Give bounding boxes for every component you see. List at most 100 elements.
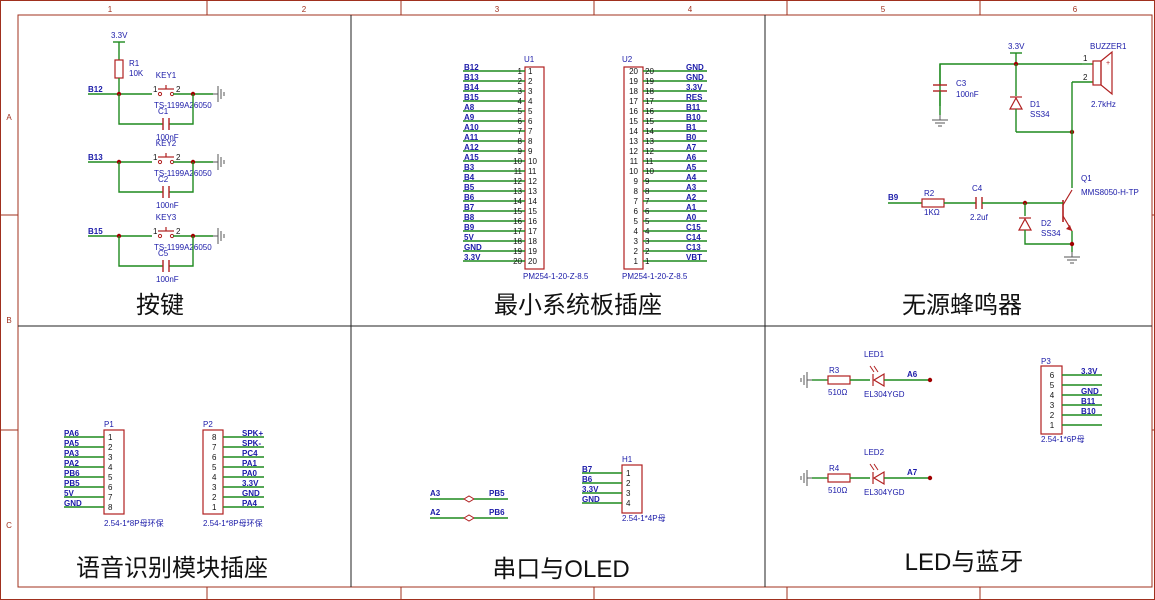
ref-label: D2 <box>1041 219 1052 228</box>
pin-number: 2 <box>528 77 533 86</box>
value-label: 510Ω <box>828 486 847 495</box>
wire <box>118 162 163 193</box>
pin-number: 19 <box>645 77 654 86</box>
pin-number: 15 <box>528 207 537 216</box>
part-label: EL304YGD <box>864 488 905 497</box>
transistor-collector <box>1062 189 1073 206</box>
net-label: A12 <box>464 143 479 152</box>
wire <box>169 94 194 125</box>
net-label: A3 <box>430 489 441 498</box>
net-label: 3.3V <box>464 253 481 262</box>
led-diode <box>872 470 885 486</box>
pin-number: 13 <box>513 187 522 196</box>
pin-number: 12 <box>513 177 522 186</box>
switch-contact <box>157 233 163 239</box>
pin-number: 15 <box>645 117 654 126</box>
part-label: TS-1199A26050 <box>154 169 212 178</box>
connector-body <box>1040 365 1063 435</box>
net-label: B1 <box>686 123 697 132</box>
polarity-mark: + <box>1106 60 1110 67</box>
net-label: PA4 <box>242 499 258 508</box>
power-symbol: 3.3V <box>1008 42 1025 61</box>
net-label: A15 <box>464 153 479 162</box>
net-label: SPK+ <box>242 429 263 438</box>
net-label: 3.3V <box>1081 367 1098 376</box>
column-label: 2 <box>302 5 307 14</box>
value-label: 100nF <box>156 275 179 284</box>
pin-number: 1 <box>212 503 217 512</box>
section-title: 无源蜂鸣器 <box>902 292 1022 319</box>
ground-symbol <box>213 86 225 102</box>
pin-number: 11 <box>528 167 537 176</box>
column-label: 6 <box>1073 5 1078 14</box>
pin-number: 17 <box>629 97 638 106</box>
capacitor <box>162 118 170 130</box>
net-label: GND <box>686 73 704 82</box>
ref-label: KEY3 <box>156 213 177 222</box>
net-label: PB5 <box>64 479 80 488</box>
net-label: RES <box>686 93 703 102</box>
pin-number: 2 <box>645 247 650 256</box>
pin-number: 6 <box>645 207 650 216</box>
ref-label: C4 <box>972 184 983 193</box>
net-label: B0 <box>686 133 697 142</box>
pin-number: 7 <box>645 197 650 206</box>
net-label: B4 <box>464 173 475 182</box>
net-label: B11 <box>1081 397 1096 406</box>
pin-number: 3 <box>626 489 631 498</box>
pin-number: 1 <box>1083 54 1088 63</box>
pin-number: 1 <box>153 85 158 94</box>
section-title: 最小系统板插座 <box>494 292 662 319</box>
pin-number: 5 <box>212 463 217 472</box>
row-label: B <box>6 316 11 325</box>
pin-number: 3 <box>108 453 113 462</box>
pin-number: 1 <box>518 67 523 76</box>
wire <box>118 236 163 267</box>
pin-number: 1 <box>153 227 158 236</box>
net-label: PB6 <box>489 508 505 517</box>
part-label: TS-1199A26050 <box>154 101 212 110</box>
ref-label: Q1 <box>1081 174 1092 183</box>
net-label: A10 <box>464 123 479 132</box>
net-label: PA0 <box>242 469 258 478</box>
section-title: 按键 <box>136 292 184 319</box>
pin-number: 6 <box>518 117 523 126</box>
net-label: A3 <box>686 183 697 192</box>
pin-number: 12 <box>528 177 537 186</box>
pin-number: 8 <box>518 137 523 146</box>
footprint-label: 2.54-1*6P母 <box>1041 435 1085 444</box>
ref-label: KEY2 <box>156 139 177 148</box>
net-label: A7 <box>686 143 697 152</box>
pin-number: 4 <box>1050 391 1055 400</box>
ref-label: R4 <box>829 464 840 473</box>
pin-number: 3 <box>634 237 639 246</box>
column-label: 3 <box>495 5 500 14</box>
pin-number: 8 <box>645 187 650 196</box>
ref-label: U1 <box>524 55 535 64</box>
pin-number: 19 <box>629 77 638 86</box>
net-label: B15 <box>464 93 479 102</box>
value-label: 2.2uf <box>970 213 989 222</box>
pin-number: 19 <box>513 247 522 256</box>
pin-number: 20 <box>629 67 638 76</box>
net-label: VBT <box>686 253 702 262</box>
power-symbol: 3.3V <box>111 31 128 50</box>
resistor <box>921 198 945 208</box>
section-title: 语音识别模块插座 <box>76 555 268 582</box>
pin-number: 2 <box>1050 411 1055 420</box>
net-label: B8 <box>464 213 475 222</box>
pin-number: 7 <box>108 493 113 502</box>
resistor <box>827 473 851 483</box>
net-label: 5V <box>64 489 74 498</box>
pin-number: 14 <box>629 127 638 136</box>
pin-number: 20 <box>513 257 522 266</box>
wire <box>169 236 194 267</box>
junction <box>927 475 933 481</box>
diode <box>1008 96 1024 110</box>
net-label: A4 <box>686 173 697 182</box>
part-label: TS-1199A26050 <box>154 243 212 252</box>
